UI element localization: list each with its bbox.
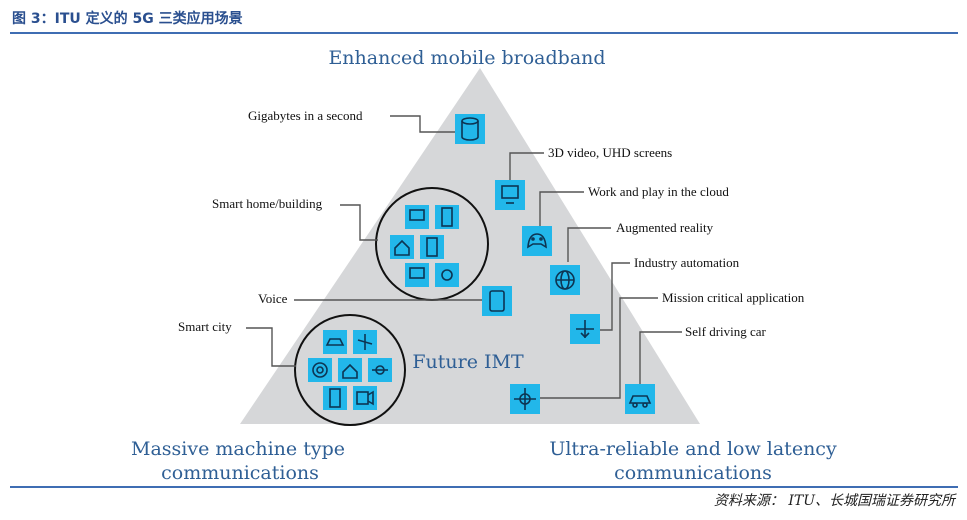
callout-mission [540,297,658,399]
bottom-rule [10,486,958,488]
callout-ar [567,227,611,262]
mmtc-label-line1: Massive machine type [131,438,345,460]
city-camera-icon [353,386,377,410]
city-device-icon [323,386,347,410]
top-rule [10,32,958,34]
mission-label: Mission critical application [662,290,805,305]
car-icon [625,384,655,414]
voice-label: Voice [258,291,288,306]
callout-video [509,152,544,180]
urllc-label-line1: Ultra-reliable and low latency [549,438,837,460]
urllc-label-line2: communications [614,462,772,484]
cloud-label: Work and play in the cloud [588,184,729,199]
city-car-icon [323,330,347,354]
tablet-icon [482,286,512,316]
network-node-icon [510,384,540,414]
embb-label: Enhanced mobile broadband [328,47,605,69]
figure-caption: 图 3：ITU 定义的 5G 三类应用场景 [12,11,243,27]
city-house-icon [338,358,362,382]
video-label: 3D video, UHD screens [548,145,672,160]
globe-icon [550,265,580,295]
callout-cloud [539,191,584,226]
home-fridge-icon [435,205,459,229]
callout-industry [600,262,630,331]
city-wind-icon [353,330,377,354]
monitor-icon [495,180,525,210]
callout-smart-home [340,204,378,241]
ar-label: Augmented reality [616,220,714,235]
home-monitor-icon [405,205,429,229]
mmtc-label-line2: communications [161,462,319,484]
car-label: Self driving car [685,324,767,339]
home-tv-icon [405,263,429,287]
source-note: 资料来源： ITU、长城国瑞证券研究所 [713,493,955,509]
callout-car [639,331,682,384]
gigabytes-label: Gigabytes in a second [248,108,363,123]
home-phone-icon [420,235,444,259]
home-house-icon [390,235,414,259]
city-drone-icon [368,358,392,382]
city-signal-icon [308,358,332,382]
smart-home-label: Smart home/building [212,196,323,211]
future-imt-label: Future IMT [412,351,524,373]
callout-gigabytes [390,115,455,133]
smart-city-label: Smart city [178,319,232,334]
database-icon [455,114,485,144]
smart-city-circle [294,314,406,426]
callout-smart-city [246,327,296,367]
automation-icon [570,314,600,344]
gamepad-icon [522,226,552,256]
home-washer-icon [435,263,459,287]
industry-label: Industry automation [634,255,740,270]
